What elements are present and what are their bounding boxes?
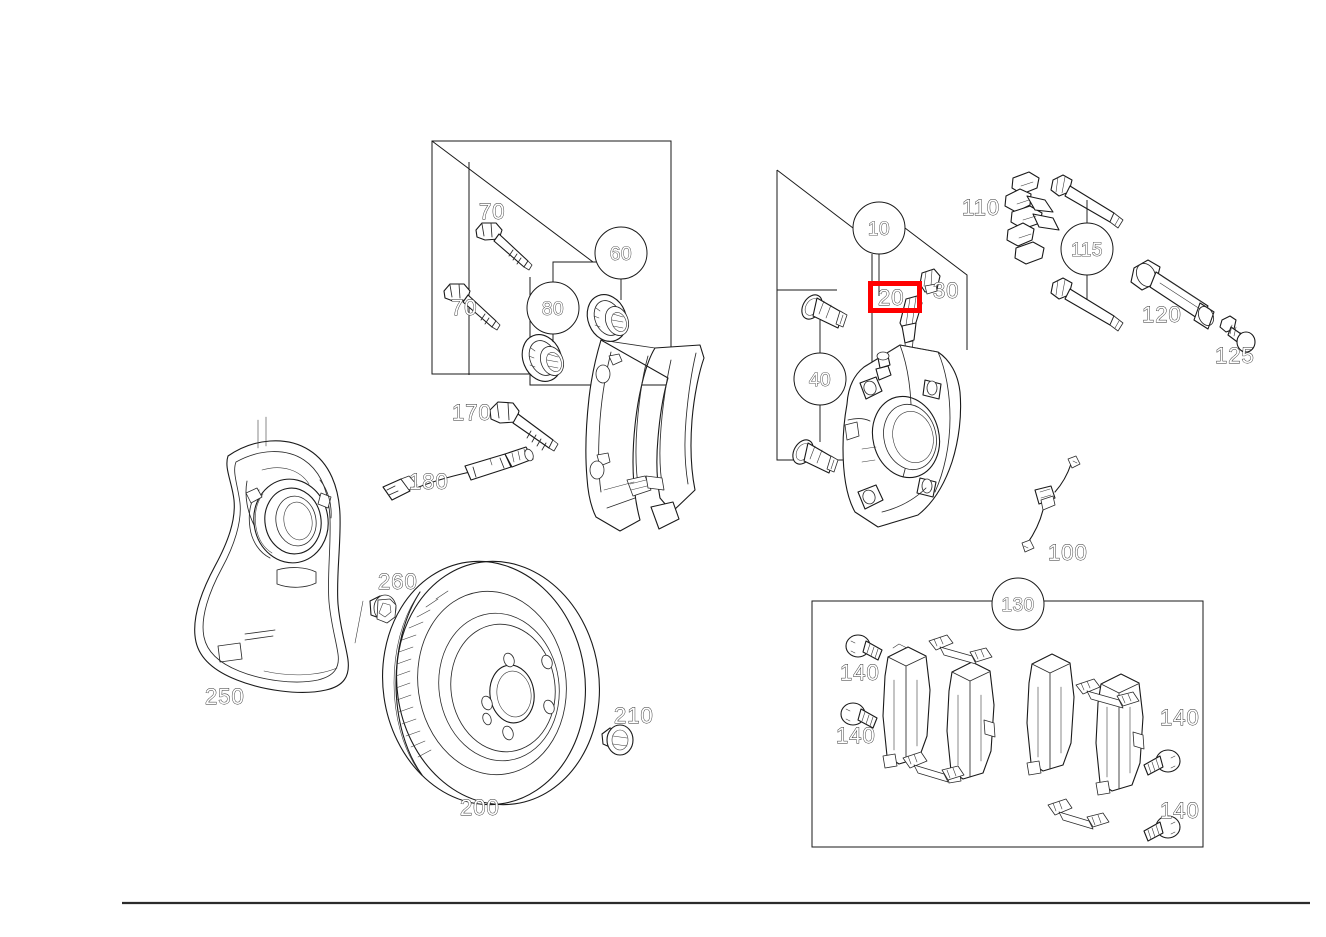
callout-circles: 10 40 60 80 115 130 — [526, 201, 1114, 631]
caliper-guide-sleeve-120 — [1130, 259, 1215, 330]
brake-caliper-body — [842, 344, 962, 528]
callout-label-130: 130 — [1001, 595, 1034, 616]
callout-circle-60 — [594, 226, 648, 280]
part-number-120: 120 — [1142, 302, 1182, 327]
part-number-140-b: 140 — [836, 723, 876, 748]
callout-circle-10 — [852, 201, 906, 255]
bleeder-nipple-lower — [792, 439, 839, 474]
brake-pad-right-inner — [1095, 673, 1145, 796]
brake-dust-shield-250 — [194, 416, 364, 693]
guide-pin-bolt-lower-115 — [1050, 277, 1124, 332]
carrier-mounting-bolt-170 — [489, 401, 559, 452]
part-number-140-d: 140 — [1160, 798, 1200, 823]
brake-pad-right-outer — [1026, 653, 1075, 776]
pad-bolt-140-b — [840, 702, 878, 729]
part-number-180: 180 — [409, 469, 449, 494]
bleeder-nipple-upper — [801, 294, 848, 329]
callout-circle-130 — [991, 577, 1045, 631]
part-number-70-lower: 70 — [451, 295, 477, 320]
brake-hose-clip-100 — [1021, 455, 1081, 553]
callout-label-10: 10 — [868, 219, 890, 240]
caliper-carrier-bracket — [585, 339, 705, 532]
part-number-100: 100 — [1048, 540, 1088, 565]
guide-bolt-upper — [475, 222, 533, 271]
callout-label-115: 115 — [1071, 240, 1103, 261]
part-number-125: 125 — [1215, 343, 1255, 368]
pad-bolt-140-c — [1143, 749, 1181, 776]
part-number-210: 210 — [614, 703, 654, 728]
part-number-140-a: 140 — [840, 660, 880, 685]
retaining-bolt-125 — [1219, 315, 1256, 353]
leader-80b — [552, 261, 608, 282]
callout-circle-40 — [793, 352, 847, 406]
pad-clip-left-upper — [928, 634, 993, 665]
callout-label-60: 60 — [610, 244, 632, 265]
pad-clip-left-lower — [902, 751, 965, 783]
callout-circle-115 — [1060, 222, 1114, 276]
guide-pin-bolt-upper-115 — [1050, 174, 1124, 229]
part-number-200: 200 — [460, 795, 500, 820]
callout-label-40: 40 — [809, 370, 831, 391]
part-number-140-c: 140 — [1160, 705, 1200, 730]
pad-bolt-140-a — [845, 634, 883, 661]
pad-retaining-spring-110 — [1004, 171, 1060, 265]
part-number-170: 170 — [452, 400, 492, 425]
guide-bolt-lower — [443, 283, 501, 331]
pad-bolt-140-d — [1143, 815, 1181, 842]
part-number-250: 250 — [205, 684, 245, 709]
callout-label-80: 80 — [542, 299, 564, 320]
part-number-20: 20 — [878, 285, 904, 310]
dust-shield-bolt-260 — [369, 594, 397, 624]
part-number-70-upper: 70 — [479, 199, 505, 224]
pad-clip-right-lower — [1047, 798, 1110, 830]
pad-clip-right-upper — [1075, 678, 1140, 709]
brake-disc-rotor-200 — [382, 560, 600, 806]
guide-pin-boot-80 — [521, 334, 565, 382]
part-number-30: 30 — [933, 278, 959, 303]
brake-pad-left-inner — [946, 661, 996, 784]
callout-circle-80 — [526, 281, 580, 335]
part-number-260: 260 — [378, 569, 418, 594]
brake-pad-wear-sensor-180 — [382, 446, 534, 501]
guide-pin-boot-60 — [586, 294, 630, 342]
brake-pad-left-outer — [882, 643, 931, 769]
rotor-locating-screw-210 — [601, 724, 634, 756]
part-number-110: 110 — [962, 195, 1000, 220]
